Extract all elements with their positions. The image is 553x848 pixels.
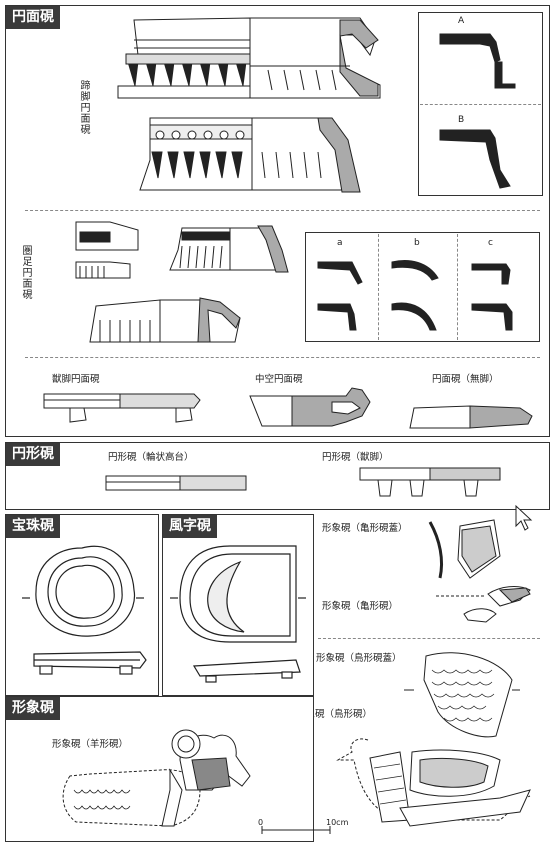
profile-divider [420, 104, 541, 105]
divider-2 [25, 357, 540, 358]
divider-1 [25, 210, 540, 211]
profile-box [418, 12, 543, 196]
enkeiken-label-1: 円形硯（輪状高台） [108, 452, 194, 463]
scale-end: 10cm [326, 818, 349, 827]
divider-3 [318, 638, 540, 639]
kamegata-label: 形象硯（亀形硯） [322, 601, 399, 612]
profile-label-a: A [458, 16, 465, 26]
enkeiken-title: 円形硯 [6, 443, 60, 466]
scale-zero: 0 [258, 818, 264, 827]
variant-box [305, 232, 540, 342]
keishoken-title: 形象硯 [6, 697, 60, 720]
enmenken-title: 円面硯 [6, 6, 60, 29]
profile-label-b: B [458, 115, 465, 125]
variant-divider-2 [457, 234, 458, 340]
torigata-futa-label: 形象硯（鳥形硯蓋） [316, 653, 402, 664]
torigata-label: 形象硯（鳥形硯） [296, 709, 373, 720]
fujiken-title: 風字硯 [163, 515, 217, 538]
hitsujigata-label: 形象硯（羊形硯） [52, 739, 129, 750]
chuku-label: 中空円面硯 [255, 374, 303, 385]
variant-label-b: b [414, 238, 420, 248]
variant-label-a: a [337, 238, 343, 248]
hoshuken-title: 宝珠硯 [6, 515, 60, 538]
mukyaku-label: 円面硯（無脚） [432, 374, 499, 385]
variant-label-c: c [488, 238, 493, 248]
variant-divider-1 [378, 234, 379, 340]
jukyaku-label: 獣脚円面硯 [52, 374, 100, 385]
kensoku-label: 圏足円面硯 [20, 245, 31, 300]
keishoken-panel: 形象硯 [5, 696, 314, 842]
enkeiken-label-2: 円形硯（獣脚） [322, 452, 389, 463]
teikyaku-label: 蹄脚円面硯 [78, 80, 89, 135]
kamegata-futa-label: 形象硯（亀形硯蓋） [322, 523, 408, 534]
